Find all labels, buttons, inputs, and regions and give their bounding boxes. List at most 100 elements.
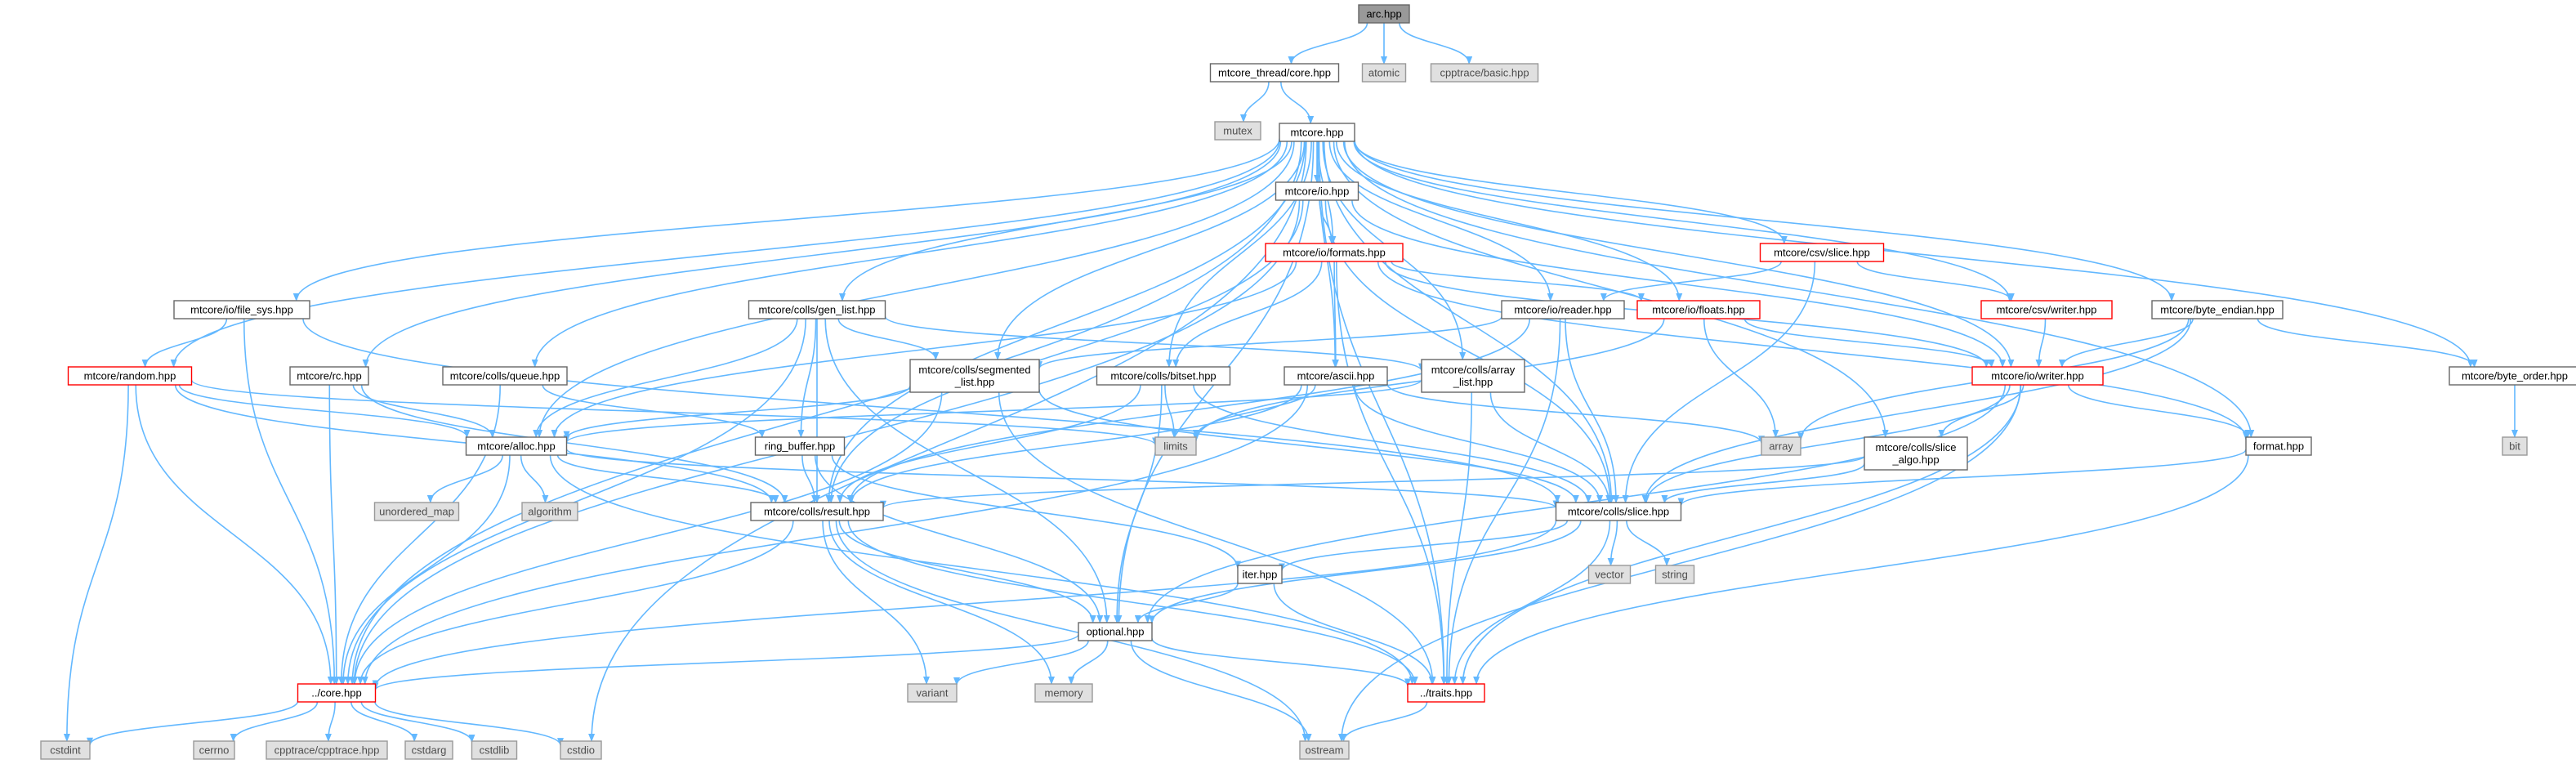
node-label: cstdio bbox=[567, 744, 595, 756]
node-label: cstdint bbox=[50, 744, 81, 756]
node-queue[interactable]: mtcore/colls/queue.hpp bbox=[442, 366, 568, 386]
node-iter[interactable]: iter.hpp bbox=[1237, 565, 1283, 584]
edge-optional-to-core bbox=[372, 633, 1079, 691]
node-label: mtcore/byte_endian.hpp bbox=[2160, 303, 2274, 315]
edge-csv_slice-to-csv_writer bbox=[1856, 261, 2015, 302]
edge-result-to-core bbox=[357, 520, 794, 685]
node-io_reader[interactable]: mtcore/io/reader.hpp bbox=[1501, 300, 1625, 319]
edge-io_hpp-to-io_formats bbox=[1319, 199, 1335, 244]
node-label: cerrno bbox=[199, 744, 230, 756]
node-label: mtcore/colls/result.hpp bbox=[764, 505, 870, 517]
node-ascii[interactable]: mtcore/ascii.hpp bbox=[1284, 366, 1388, 386]
node-mutex[interactable]: mutex bbox=[1214, 121, 1261, 141]
node-core[interactable]: ../core.hpp bbox=[297, 683, 377, 703]
edge-random-to-limits bbox=[190, 379, 1159, 446]
node-alloc[interactable]: mtcore/alloc.hpp bbox=[465, 436, 568, 456]
node-unordered_map[interactable]: unordered_map bbox=[373, 502, 460, 521]
node-label: cpptrace/cpptrace.hpp bbox=[275, 744, 380, 756]
node-label: mtcore/colls/gen_list.hpp bbox=[758, 303, 875, 315]
edge-gen_list-to-alloc bbox=[533, 318, 798, 438]
node-mtcore[interactable]: mtcore.hpp bbox=[1279, 123, 1355, 142]
node-csv_writer[interactable]: mtcore/csv/writer.hpp bbox=[1980, 300, 2113, 319]
edge-result-to-variant bbox=[822, 520, 930, 685]
node-segmented[interactable]: mtcore/colls/segmented_list.hpp bbox=[909, 359, 1040, 393]
node-io_floats[interactable]: mtcore/io/floats.hpp bbox=[1636, 300, 1761, 319]
edge-slice_algo-to-result bbox=[880, 455, 1865, 509]
edge-mtcore-to-queue bbox=[531, 141, 1288, 368]
node-label: arc.hpp bbox=[1366, 7, 1401, 20]
node-random[interactable]: mtcore/random.hpp bbox=[67, 366, 193, 386]
node-layer: arc.hpp mtcore_thread/core.hpp atomic cpptr… bbox=[40, 4, 2576, 760]
node-cstdlib[interactable]: cstdlib bbox=[471, 740, 518, 760]
node-ring_buffer[interactable]: ring_buffer.hpp bbox=[754, 436, 846, 456]
edge-ascii-to-array bbox=[1386, 383, 1765, 445]
edge-slice-to-core bbox=[372, 520, 1557, 689]
node-gen_list[interactable]: mtcore/colls/gen_list.hpp bbox=[748, 300, 886, 319]
node-label: mtcore/alloc.hpp bbox=[477, 440, 555, 452]
edge-mtcore-to-file_sys bbox=[292, 138, 1280, 302]
node-csv_slice[interactable]: mtcore/csv/slice.hpp bbox=[1759, 243, 1885, 262]
edge-io_writer-to-format bbox=[2067, 384, 2252, 438]
node-cpptrace_basic[interactable]: cpptrace/basic.hpp bbox=[1430, 63, 1539, 83]
edge-segmented-to-alloc bbox=[563, 385, 911, 440]
edge-bitset-to-slice bbox=[1193, 384, 1592, 503]
node-byte_order[interactable]: mtcore/byte_order.hpp bbox=[2449, 366, 2576, 386]
edge-ascii-to-core bbox=[361, 384, 1309, 685]
edge-ring_buffer-to-result bbox=[801, 454, 819, 503]
node-vector[interactable]: vector bbox=[1587, 565, 1632, 584]
edge-core-to-cstdlib bbox=[360, 701, 475, 743]
node-cstdint[interactable]: cstdint bbox=[40, 740, 91, 760]
node-cpptrace_hpp[interactable]: cpptrace/cpptrace.hpp bbox=[266, 740, 388, 760]
node-cstdio[interactable]: cstdio bbox=[560, 740, 602, 760]
edge-array_list-to-slice bbox=[1489, 391, 1613, 503]
node-label: mtcore/io/file_sys.hpp bbox=[190, 303, 293, 315]
node-label: string bbox=[1662, 568, 1688, 580]
node-atomic[interactable]: atomic bbox=[1361, 63, 1407, 83]
node-array[interactable]: array bbox=[1761, 436, 1801, 456]
node-io_formats[interactable]: mtcore/io/formats.hpp bbox=[1265, 243, 1404, 262]
node-bitset[interactable]: mtcore/colls/bitset.hpp bbox=[1096, 366, 1231, 386]
edge-io_reader-to-result bbox=[846, 318, 1531, 503]
node-optional[interactable]: optional.hpp bbox=[1078, 622, 1153, 641]
edge-random-to-alloc bbox=[178, 384, 471, 438]
node-variant[interactable]: variant bbox=[907, 683, 958, 703]
node-label: algorithm bbox=[528, 505, 571, 517]
edge-segmented-to-traits bbox=[998, 391, 1436, 685]
edge-ascii-to-limits bbox=[1193, 384, 1316, 438]
node-io_writer[interactable]: mtcore/io/writer.hpp bbox=[1971, 366, 2104, 386]
edge-result-to-ostream bbox=[835, 520, 1309, 742]
node-cstdarg[interactable]: cstdarg bbox=[404, 740, 453, 760]
edge-mtcore-to-byte_order bbox=[1354, 140, 2474, 368]
node-memory[interactable]: memory bbox=[1034, 683, 1093, 703]
node-rc[interactable]: mtcore/rc.hpp bbox=[289, 366, 369, 386]
node-label: mtcore/csv/writer.hpp bbox=[1997, 303, 2097, 315]
node-traits[interactable]: ../traits.hpp bbox=[1407, 683, 1485, 703]
edge-segmented-to-core bbox=[351, 391, 943, 685]
node-result[interactable]: mtcore/colls/result.hpp bbox=[750, 502, 884, 521]
node-byte_endian[interactable]: mtcore/byte_endian.hpp bbox=[2151, 300, 2284, 319]
edge-arc-to-cpptrace_basic bbox=[1399, 22, 1473, 65]
node-array_list[interactable]: mtcore/colls/array_list.hpp bbox=[1421, 359, 1525, 393]
node-slice_algo[interactable]: mtcore/colls/slice_algo.hpp bbox=[1864, 436, 1968, 471]
node-slice[interactable]: mtcore/colls/slice.hpp bbox=[1555, 502, 1682, 521]
edge-io_hpp-to-result bbox=[828, 199, 1304, 503]
node-format[interactable]: format.hpp bbox=[2245, 436, 2312, 456]
node-file_sys[interactable]: mtcore/io/file_sys.hpp bbox=[173, 300, 310, 319]
node-cerrno[interactable]: cerrno bbox=[193, 740, 235, 760]
node-limits[interactable]: limits bbox=[1154, 436, 1197, 456]
edge-byte_endian-to-byte_order bbox=[2257, 318, 2478, 368]
edge-slice-to-traits bbox=[1451, 520, 1611, 685]
edge-ring_buffer-to-iter bbox=[831, 454, 1241, 570]
node-thread_core[interactable]: mtcore_thread/core.hpp bbox=[1209, 63, 1340, 83]
edge-mtcore-to-cstdio bbox=[588, 141, 1307, 742]
edge-io_writer-to-slice bbox=[1643, 384, 2011, 503]
node-algorithm[interactable]: algorithm bbox=[521, 502, 578, 521]
node-io_hpp[interactable]: mtcore/io.hpp bbox=[1275, 181, 1359, 201]
node-string[interactable]: string bbox=[1654, 565, 1695, 584]
edge-io_formats-to-format bbox=[1377, 261, 2249, 440]
edge-io_writer-to-ostream bbox=[1338, 384, 2021, 742]
node-bit[interactable]: bit bbox=[2502, 436, 2528, 456]
node-arc[interactable]: arc.hpp bbox=[1358, 4, 1410, 24]
node-ostream[interactable]: ostream bbox=[1299, 740, 1350, 760]
